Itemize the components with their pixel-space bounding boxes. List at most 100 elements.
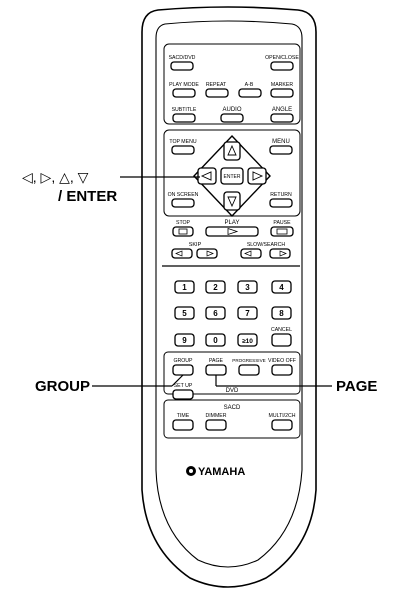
- remote-inner-outline: [155, 20, 303, 568]
- angle-button[interactable]: [270, 113, 294, 123]
- num-4-button[interactable]: [271, 280, 292, 294]
- num-0-button[interactable]: [205, 333, 226, 347]
- down-arrow-icon: [227, 196, 237, 208]
- top-panel: [163, 43, 301, 125]
- arrows-callout-line1: ◁, ▷, △, ▽: [22, 169, 89, 185]
- num-8-button[interactable]: [271, 306, 292, 320]
- open-close-label: OPEN/CLOSE: [265, 55, 299, 61]
- num-1-button[interactable]: [174, 280, 195, 294]
- num-6-label: 6: [213, 309, 218, 318]
- marker-button[interactable]: [270, 88, 294, 98]
- arrows-callout-line2: / ENTER: [58, 188, 117, 205]
- play-label: PLAY: [225, 220, 240, 226]
- time-button[interactable]: [172, 419, 194, 431]
- return-button[interactable]: [269, 198, 293, 208]
- play-icon: [227, 227, 239, 236]
- group-callout: GROUP: [35, 378, 90, 395]
- search-back-icon: [244, 250, 252, 257]
- sacd-panel: [163, 399, 301, 439]
- ab-button[interactable]: [238, 88, 262, 98]
- video-off-label: VIDEO OFF: [268, 358, 296, 364]
- sacd-dvd-label: SACD/DVD: [169, 55, 196, 61]
- search-forward-icon: [279, 250, 287, 257]
- setup-button[interactable]: [172, 389, 194, 400]
- audio-label: AUDIO: [222, 107, 241, 113]
- num-5-label: 5: [182, 309, 187, 318]
- subtitle-label: SUBTITLE: [172, 107, 197, 113]
- left-button[interactable]: [197, 167, 217, 185]
- num-2-button[interactable]: [205, 280, 226, 294]
- down-button[interactable]: [223, 191, 241, 211]
- num-1-label: 1: [182, 283, 187, 292]
- num-6-button[interactable]: [205, 306, 226, 320]
- menu-label: MENU: [272, 139, 290, 145]
- play-mode-label: PLAY MODE: [169, 82, 199, 88]
- stop-icon: [178, 228, 188, 235]
- numpad: 1 2 3 4 5 6 7 8 9 0 ≥10 CANCEL: [174, 280, 292, 347]
- up-arrow-icon: [227, 144, 237, 156]
- num-0-label: 0: [213, 336, 218, 345]
- multi-2ch-button[interactable]: [271, 419, 293, 431]
- num-3-label: 3: [245, 283, 250, 292]
- progressive-button[interactable]: [238, 364, 260, 376]
- audio-button[interactable]: [220, 113, 244, 123]
- num-5-button[interactable]: [174, 306, 195, 320]
- repeat-label: REPEAT: [206, 82, 227, 88]
- enter-button[interactable]: [220, 167, 244, 185]
- ab-label: A-B: [245, 82, 254, 88]
- pause-label: PAUSE: [273, 220, 291, 226]
- num-3-button[interactable]: [237, 280, 258, 294]
- page-button-label: PAGE: [209, 358, 224, 364]
- num-4-label: 4: [279, 283, 284, 292]
- num-9-label: 9: [182, 336, 187, 345]
- open-close-button[interactable]: [270, 61, 294, 71]
- top-menu-label: TOP MENU: [169, 139, 196, 145]
- skip-back-icon: [175, 250, 183, 257]
- repeat-button[interactable]: [205, 88, 229, 98]
- group-leader-tip: [171, 374, 184, 387]
- sacd-dvd-button[interactable]: [170, 61, 194, 71]
- cancel-label: CANCEL: [271, 327, 292, 333]
- pause-icon: [276, 228, 288, 235]
- yamaha-logo: YAMAHA: [186, 466, 245, 478]
- num-2-label: 2: [213, 283, 218, 292]
- right-button[interactable]: [247, 167, 267, 185]
- up-button[interactable]: [223, 141, 241, 161]
- progressive-label: PROGRESSIVE: [232, 358, 265, 363]
- enter-label: ENTER: [224, 174, 241, 180]
- on-screen-label: ON SCREEN: [168, 192, 199, 198]
- return-label: RETURN: [270, 192, 292, 198]
- num-8-label: 8: [279, 309, 284, 318]
- group-button[interactable]: [172, 364, 194, 376]
- setup-label: SET UP: [174, 383, 193, 389]
- top-menu-button[interactable]: [171, 145, 195, 155]
- play-button[interactable]: [205, 226, 259, 237]
- video-off-button[interactable]: [271, 364, 293, 376]
- stop-button[interactable]: [172, 226, 194, 237]
- multi-2ch-label: MULTI/2CH: [269, 413, 296, 419]
- marker-label: MARKER: [271, 82, 293, 88]
- page-button[interactable]: [205, 364, 227, 376]
- sacd-label: SACD: [224, 405, 241, 411]
- right-arrow-icon: [252, 171, 264, 181]
- num-7-button[interactable]: [237, 306, 258, 320]
- menu-button[interactable]: [269, 145, 293, 155]
- num-10plus-label: ≥10: [242, 338, 253, 345]
- page-callout: PAGE: [336, 378, 377, 395]
- dimmer-label: DIMMER: [205, 413, 226, 419]
- angle-label: ANGLE: [272, 107, 292, 113]
- cancel-button[interactable]: [271, 333, 292, 347]
- dvd-panel: [163, 351, 301, 395]
- stop-label: STOP: [176, 220, 191, 226]
- subtitle-button[interactable]: [172, 113, 196, 123]
- num-9-button[interactable]: [174, 333, 195, 347]
- time-label: TIME: [177, 413, 190, 419]
- dvd-label: DVD: [226, 388, 239, 394]
- num-7-label: 7: [245, 309, 250, 318]
- pause-button[interactable]: [270, 226, 294, 237]
- play-mode-button[interactable]: [172, 88, 196, 98]
- on-screen-button[interactable]: [171, 198, 195, 208]
- num-10plus-button[interactable]: [237, 333, 258, 347]
- dimmer-button[interactable]: [205, 419, 227, 431]
